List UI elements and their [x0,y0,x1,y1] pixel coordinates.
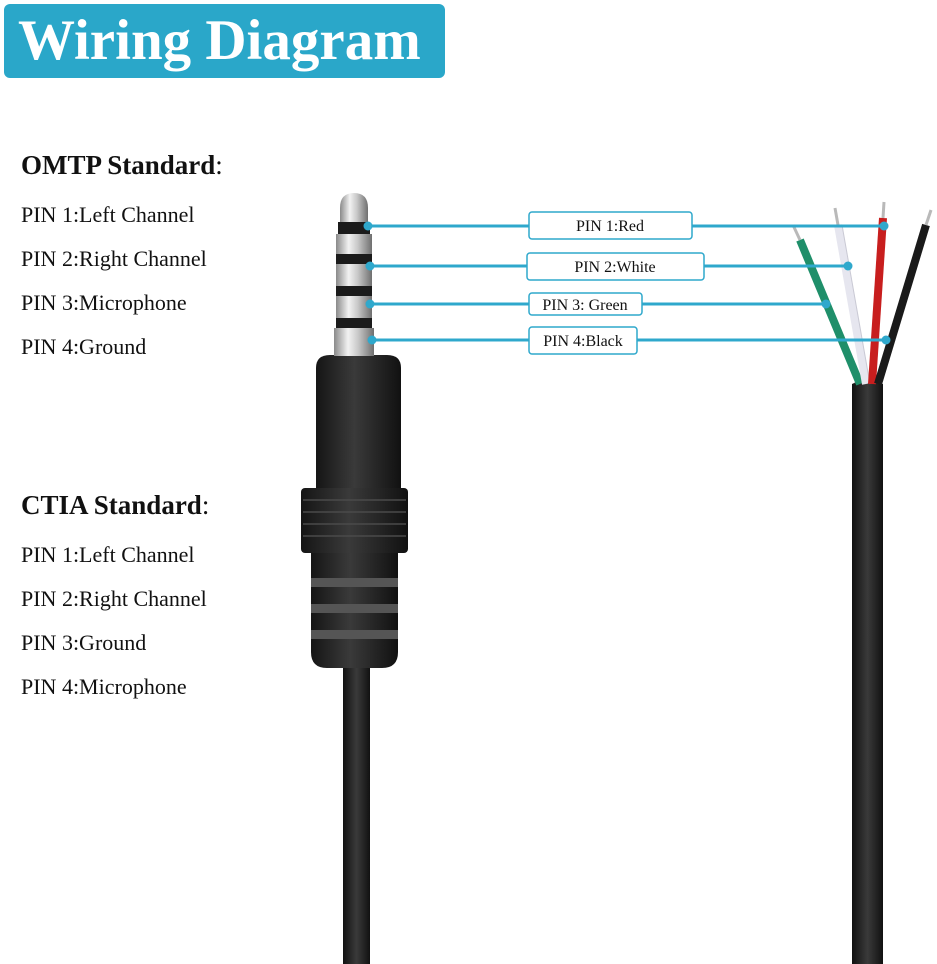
dot-pin-1-right [879,221,889,231]
plug-body [301,355,408,668]
wire-black [874,223,930,386]
wire-white [834,224,870,385]
dot-pin-3-right [821,299,831,309]
wire-label-2-text: PIN 2:White [574,259,655,276]
dot-pin-2-left [365,261,375,271]
diagram-title: Wiring Diagram [18,9,421,72]
wire-label-1-text: PIN 1:Red [576,218,644,235]
bare-wire-cable [791,201,933,964]
plug-tip [334,193,374,356]
wire-red [868,217,887,385]
dot-pin-2-right [843,261,853,271]
leader-dots [363,221,891,345]
omtp-heading-text: OMTP Standard [21,150,216,180]
dot-pin-4-right [881,335,891,345]
ctia-heading-colon: : [201,490,210,520]
wire-label-4-text: PIN 4:Black [543,333,623,350]
omtp-pin-3: PIN 3:Microphone [21,290,187,315]
ctia-pin-1: PIN 1:Left Channel [21,542,195,567]
dot-pin-1-left [363,221,373,231]
omtp-heading: OMTP Standard: [21,150,223,181]
wire-label-3: PIN 3: Green [528,292,643,316]
wire-label-1: PIN 1:Red [528,211,693,240]
wire-label-2: PIN 2:White [526,252,705,281]
omtp-heading-colon: : [215,150,223,180]
omtp-pin-4: PIN 4:Ground [21,334,147,359]
dot-pin-3-left [365,299,375,309]
outer-cable [852,384,883,964]
omtp-pin-2: PIN 2:Right Channel [21,246,207,271]
leader-lines [368,224,886,342]
wire-label-3-text: PIN 3: Green [542,297,627,314]
wire-label-4: PIN 4:Black [528,326,638,355]
title-banner: Wiring Diagram [4,4,445,78]
dot-pin-4-left [367,335,377,345]
omtp-pin-1: PIN 1:Left Channel [21,202,195,227]
ctia-pin-4: PIN 4:Microphone [21,674,187,699]
plug-cable [343,660,370,964]
wire-green [796,238,864,386]
ctia-pin-3: PIN 3:Ground [21,630,147,655]
ctia-heading-text: CTIA Standard [21,490,202,520]
ctia-heading: CTIA Standard: [21,490,209,521]
ctia-pin-2: PIN 2:Right Channel [21,586,207,611]
